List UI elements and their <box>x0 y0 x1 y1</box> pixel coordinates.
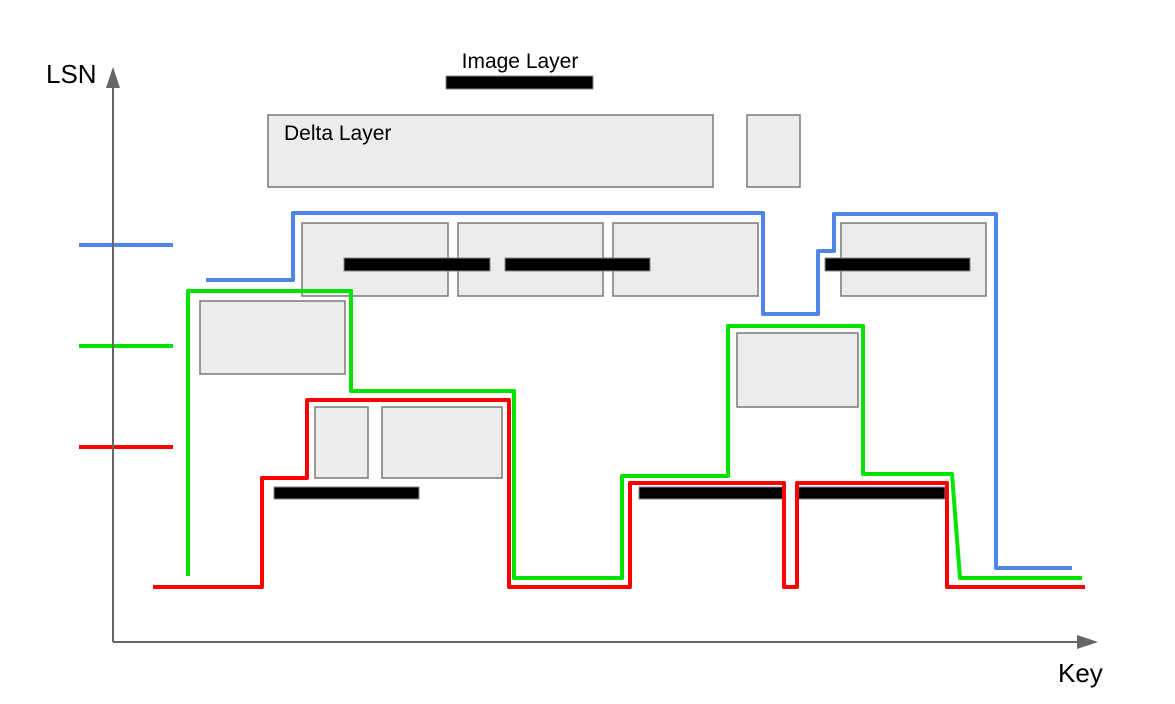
delta-layer-legend-rect <box>267 114 714 188</box>
delta-layer-legend-label: Delta Layer <box>284 122 392 145</box>
delta-layer-rect <box>381 406 503 479</box>
y-axis-arrowhead <box>106 67 120 88</box>
delta-layer-rect <box>314 406 369 479</box>
green-snapshot-line <box>186 289 1082 580</box>
image-layer-bar <box>824 257 971 272</box>
delta-layer-rect <box>746 114 801 188</box>
blue-snapshot-line <box>206 211 1072 570</box>
image-layer-bar <box>797 486 946 500</box>
red-snapshot-line <box>153 398 1085 589</box>
lsn-axis-label: LSN <box>46 59 97 89</box>
delta-layer-rect <box>736 332 859 408</box>
image-layer-bar <box>638 486 784 500</box>
image-layer-legend-bar <box>445 75 594 90</box>
image-layer-bar <box>343 257 491 272</box>
x-axis-arrowhead <box>1077 635 1098 649</box>
delta-layer-rect <box>199 300 346 375</box>
image-layer-bar <box>504 257 651 272</box>
image-layer-bar <box>273 486 420 500</box>
image-layer-legend-label: Image Layer <box>461 50 579 73</box>
key-axis-label: Key <box>1058 658 1103 688</box>
